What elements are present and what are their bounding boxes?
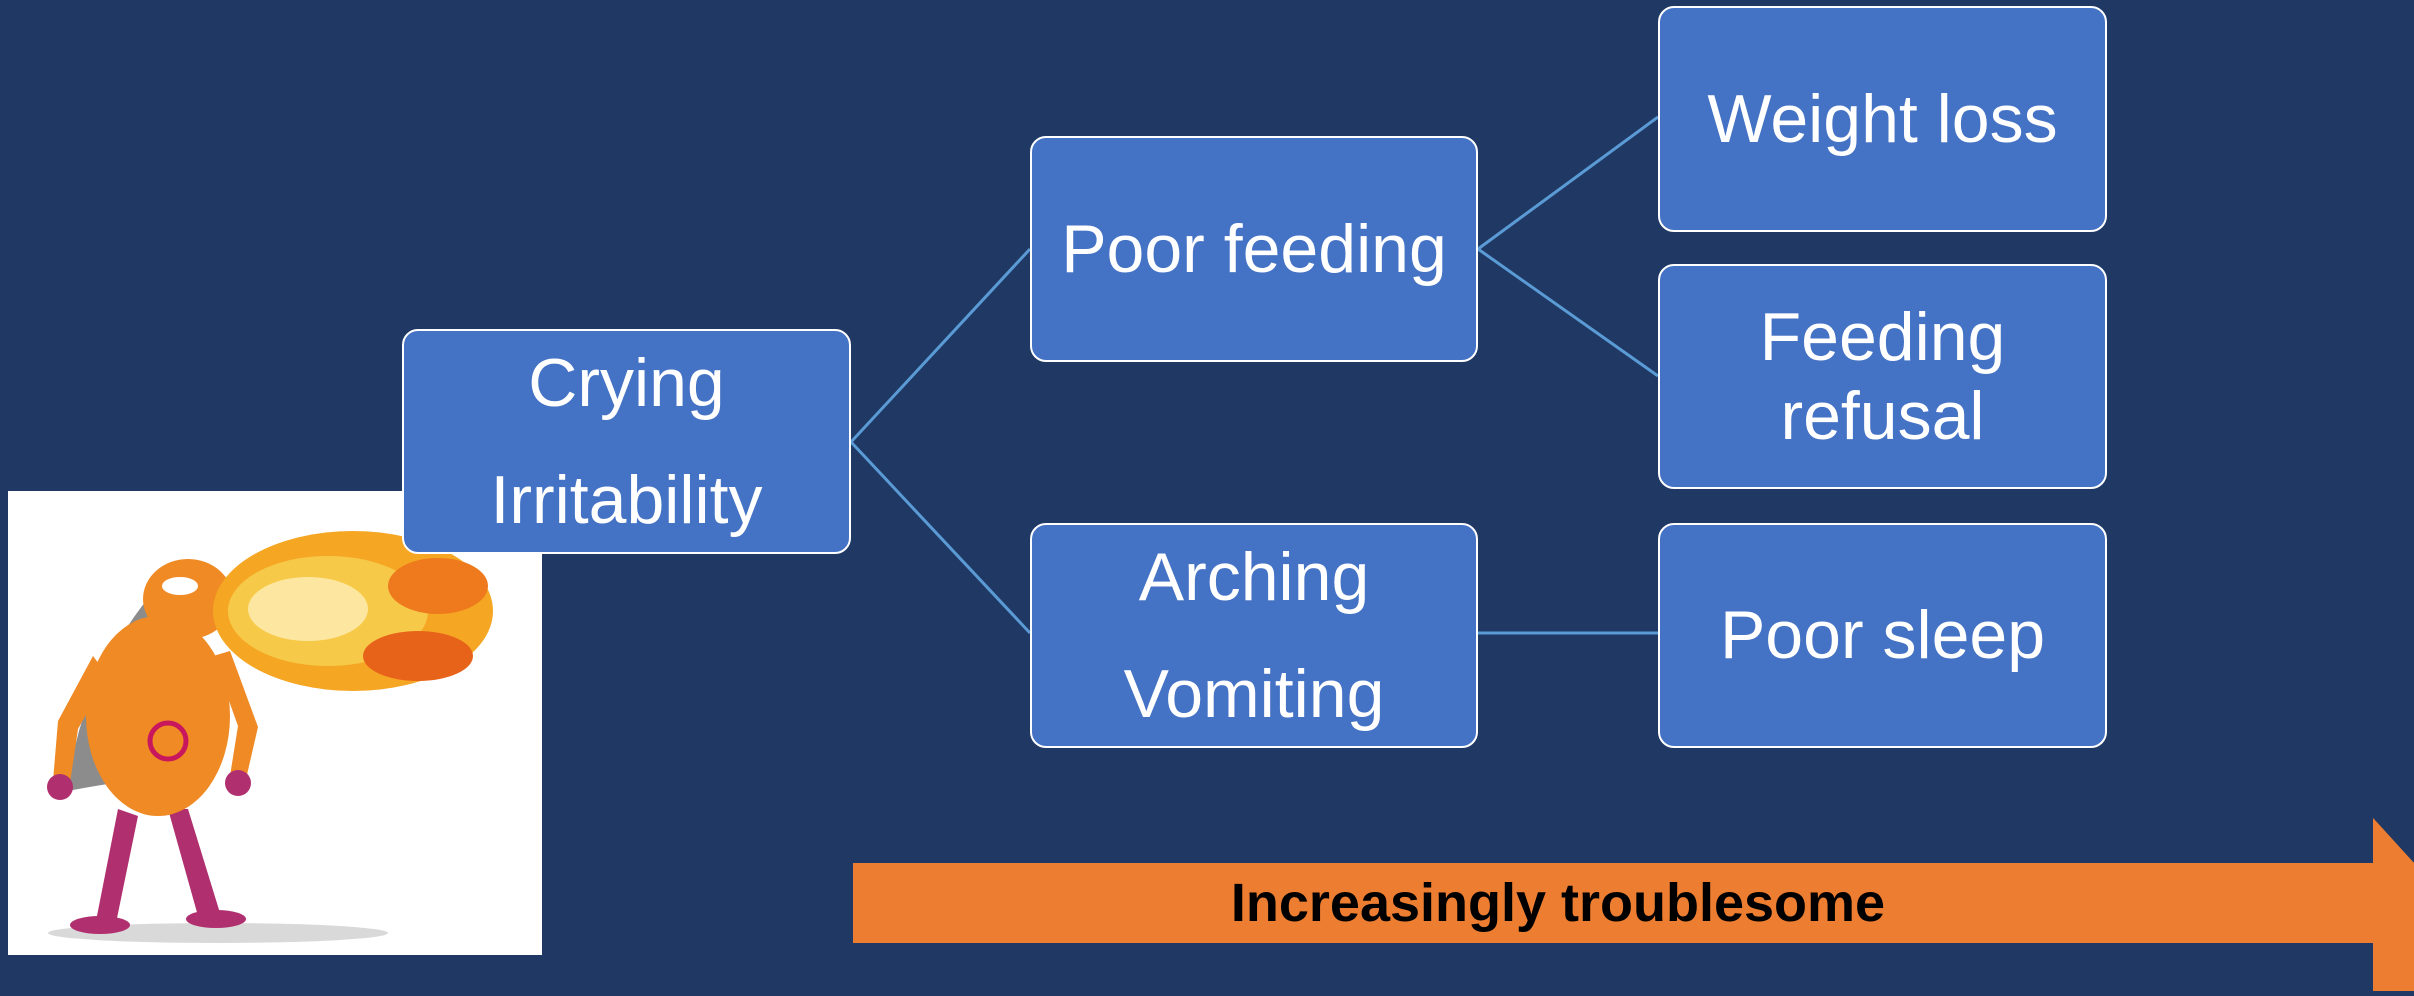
right-arrow-icon: [853, 818, 2414, 991]
progression-arrow: Increasingly troublesome: [853, 818, 2414, 991]
progression-arrow-label: Increasingly troublesome: [1230, 873, 1886, 933]
node-label: Poor feeding: [1061, 210, 1447, 287]
edge-poor-feeding-to-weight-loss: [1477, 115, 1659, 251]
node-label: Poor sleep: [1719, 597, 2046, 674]
edge-crying-to-poor-feeding: [849, 247, 1032, 444]
node-label: Weight loss: [1707, 80, 2058, 157]
node-label: Feeding: [1759, 299, 2006, 376]
fire-breathing-character-image: [8, 491, 542, 955]
edge-crying-to-arching: [849, 440, 1032, 635]
node-weight-loss: Weight loss: [1658, 6, 2107, 232]
fire-breathing-superhero-icon: [47, 531, 493, 943]
node-label: Irritability: [490, 461, 763, 538]
node-poor-sleep: Poor sleep: [1658, 523, 2107, 748]
edge-poor-feeding-to-feeding-refusal: [1477, 247, 1659, 378]
node-crying-irritability: Crying Irritability: [402, 329, 851, 554]
node-label: Arching: [1138, 538, 1370, 615]
node-poor-feeding: Poor feeding: [1030, 136, 1478, 362]
node-label: refusal: [1780, 377, 1985, 454]
node-label: Crying: [528, 344, 725, 421]
node-feeding-refusal: Feeding refusal: [1658, 264, 2107, 489]
node-label: Vomiting: [1123, 655, 1385, 732]
node-arching-vomiting: Arching Vomiting: [1030, 523, 1478, 748]
